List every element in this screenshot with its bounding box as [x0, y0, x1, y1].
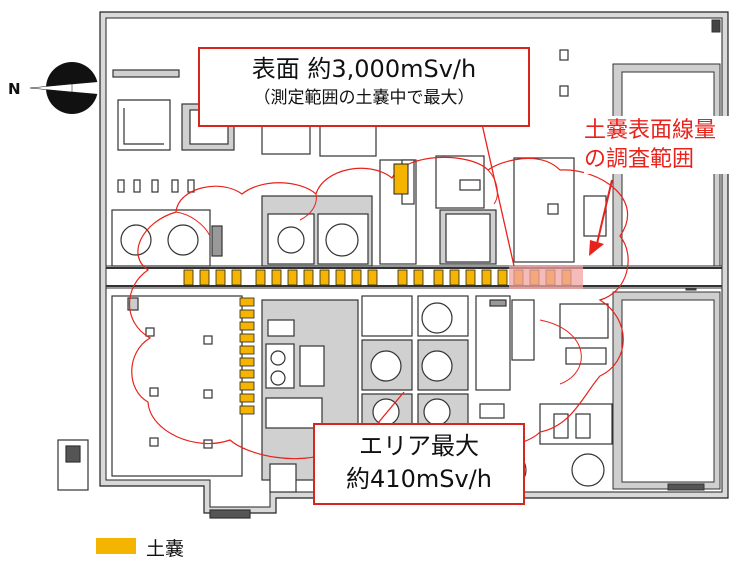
sandbag: [239, 309, 255, 319]
sandbag: [239, 333, 255, 343]
sandbag: [303, 269, 314, 286]
sandbag: [413, 269, 424, 286]
callout-surface-pointer: [481, 123, 515, 267]
sandbag: [239, 297, 255, 307]
sandbag: [255, 269, 266, 286]
callout-area-pointer: [377, 391, 405, 424]
survey-range-line1: 土嚢表面線量: [584, 118, 717, 143]
survey-arrow-line: [595, 179, 613, 249]
sandbag: [183, 269, 194, 286]
sandbag: [239, 357, 255, 367]
survey-arrow-head: [589, 240, 604, 256]
upper-walls: [111, 49, 607, 267]
sandbag: [335, 269, 346, 286]
survey-area: [509, 265, 583, 289]
sandbag: [497, 269, 508, 286]
callout-surface-dose: 表面 約3,000mSv/h （測定範囲の土嚢中で最大）: [198, 47, 530, 127]
callout-area-dose: エリア最大 約410mSv/h: [313, 423, 525, 505]
upper-tanks: [120, 223, 359, 257]
right-rooms: [612, 19, 721, 491]
compass-icon: [29, 62, 98, 114]
sandbag: [367, 269, 378, 286]
legend-swatch: [96, 538, 136, 554]
sandbag: [239, 369, 255, 379]
sandbag: [351, 269, 362, 286]
sandbag: [319, 269, 330, 286]
legend-label: 土嚢: [146, 538, 185, 560]
sandbag: [239, 381, 255, 391]
north-label: N: [8, 80, 21, 98]
sandbag: [231, 269, 242, 286]
callout-area-line2: 約410mSv/h: [346, 465, 492, 493]
callout-surface-line2: （測定範囲の土嚢中で最大）: [253, 88, 475, 108]
sandbag: [215, 269, 226, 286]
sandbag: [449, 269, 460, 286]
callout-surface-line1: 表面 約3,000mSv/h: [251, 55, 477, 83]
survey-range-label: 土嚢表面線量 の調査範囲: [584, 116, 734, 174]
sandbag: [433, 269, 444, 286]
dose-area-outline: [128, 156, 629, 463]
sandbag: [287, 269, 298, 286]
sandbag: [397, 269, 408, 286]
sandbag-top: [393, 163, 409, 195]
dose-area-inner-arc: [175, 169, 582, 385]
sandbag: [465, 269, 476, 286]
sandbag: [271, 269, 282, 286]
sandbags-column: [239, 297, 255, 415]
sandbag: [481, 269, 492, 286]
sandbag: [239, 405, 255, 415]
survey-range-line2: の調査範囲: [584, 147, 695, 172]
sandbag: [239, 393, 255, 403]
sandbag: [239, 321, 255, 331]
sandbag: [199, 269, 210, 286]
sandbag: [239, 345, 255, 355]
callout-area-line1: エリア最大: [359, 432, 479, 460]
